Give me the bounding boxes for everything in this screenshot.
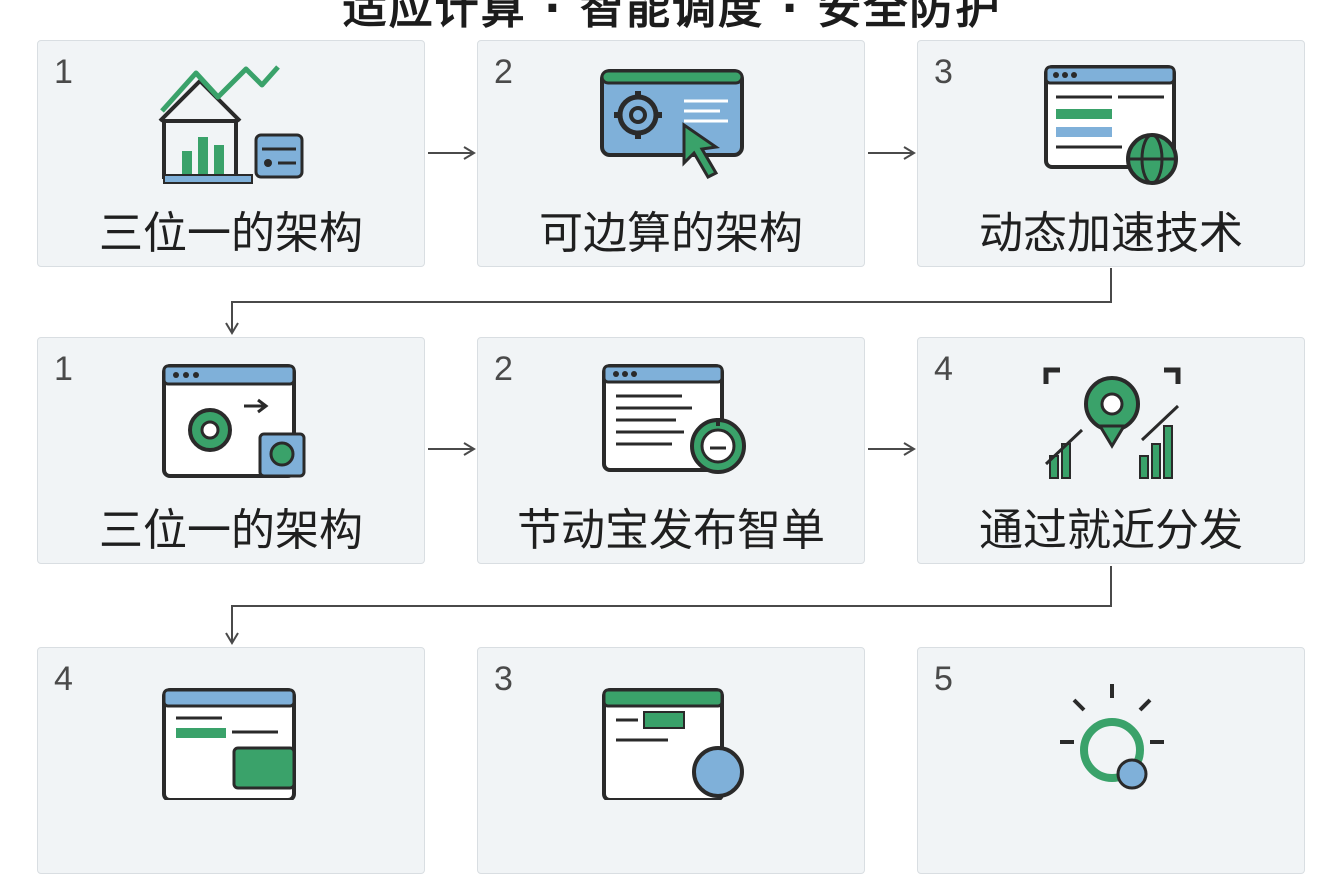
- step-card-r3c1[interactable]: 4: [37, 647, 425, 874]
- house-growth-chart-icon: [152, 63, 312, 193]
- step-number: 2: [494, 350, 513, 388]
- step-number: 1: [54, 53, 73, 91]
- browser-panel-icon: [152, 670, 312, 800]
- step-card-r1c2[interactable]: 2 可边算的架构: [477, 40, 865, 267]
- step-label: 动态加速技术: [979, 208, 1243, 259]
- step-number: 5: [934, 660, 953, 698]
- step-card-r1c3[interactable]: 3 动态加速技术: [917, 40, 1305, 267]
- step-label: 节动宝发布智单: [517, 505, 825, 556]
- page-title: 适应计算 · 智能调度 · 安全防护: [342, 0, 1002, 34]
- step-number: 2: [494, 53, 513, 91]
- document-timer-icon: [592, 360, 752, 490]
- step-number: 3: [934, 53, 953, 91]
- step-label: 三位一的架构: [99, 505, 363, 556]
- arrow-r2-to-r3: [225, 566, 1112, 645]
- step-card-r3c3[interactable]: 5: [917, 647, 1305, 874]
- step-card-r1c1[interactable]: 1 三位一的架构: [37, 40, 425, 267]
- document-refresh-icon: [592, 670, 752, 800]
- step-card-r2c1[interactable]: 1 三位一的架构: [37, 337, 425, 564]
- lightbulb-gear-icon: [1032, 670, 1192, 800]
- browser-gear-icon: [152, 360, 312, 490]
- step-number: 1: [54, 350, 73, 388]
- step-number: 4: [54, 660, 73, 698]
- arrow-r1-to-r2: [225, 268, 1112, 335]
- gear-bars-focus-icon: [1032, 360, 1192, 490]
- browser-globe-icon: [1032, 63, 1192, 193]
- step-label: 三位一的架构: [99, 208, 363, 259]
- step-card-r3c2[interactable]: 3: [477, 647, 865, 874]
- step-label: 通过就近分发: [979, 505, 1243, 556]
- step-card-r2c3[interactable]: 4 通过就近分发: [917, 337, 1305, 564]
- step-card-r2c2[interactable]: 2 节动宝发布智单: [477, 337, 865, 564]
- step-number: 3: [494, 660, 513, 698]
- step-label: 可边算的架构: [539, 208, 803, 259]
- gear-screen-cursor-icon: [592, 63, 752, 193]
- step-number: 4: [934, 350, 953, 388]
